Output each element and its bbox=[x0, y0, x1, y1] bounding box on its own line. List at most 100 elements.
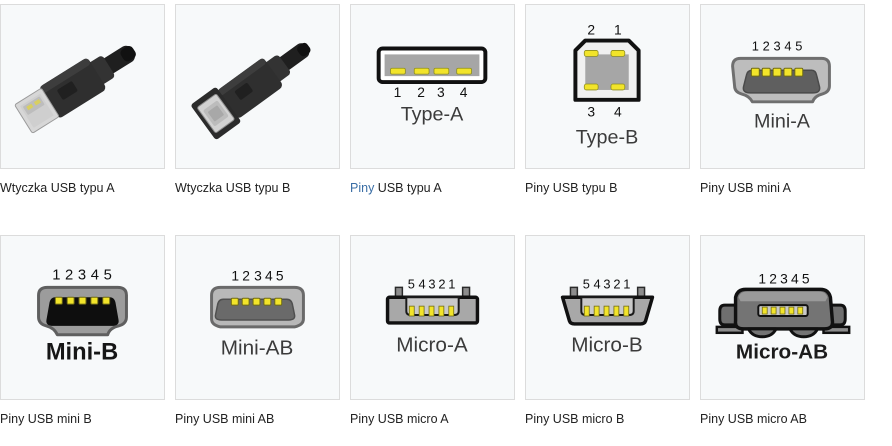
pin-number: 2 bbox=[613, 276, 620, 291]
pin-number: 5 bbox=[583, 276, 590, 291]
caption-usb-plug-type-b[interactable]: Wtyczka USB typu B bbox=[175, 181, 290, 196]
pin-number: 5 bbox=[276, 267, 284, 283]
thumbnail-usb-plug-type-b[interactable] bbox=[175, 4, 340, 169]
caption-link-word[interactable]: Piny bbox=[350, 181, 375, 195]
usb-mini-ab-pinout-diagram: 1 2 3 4 5 Mini-AB bbox=[210, 267, 305, 360]
diagram-label: Mini-A bbox=[754, 110, 811, 132]
usb-connector-gallery: Wtyczka USB typu A bbox=[0, 4, 892, 427]
caption-text: Wtyczka USB typu B bbox=[175, 181, 291, 195]
pin-number: 4 bbox=[614, 104, 622, 120]
gallery-row: 1 2 3 4 5 Mini-B bbox=[0, 235, 892, 427]
caption-usb-plug-type-a[interactable]: Wtyczka USB typu A bbox=[0, 181, 115, 196]
pin-number: 2 bbox=[65, 267, 73, 283]
pin-number: 2 bbox=[242, 267, 250, 283]
gallery-cell-usb-pins-mini-a[interactable]: 1 2 3 4 5 Mini-A bbox=[700, 4, 865, 196]
pin-number: 3 bbox=[773, 38, 780, 53]
pin-number: 1 bbox=[623, 276, 630, 291]
pin-number: 1 bbox=[758, 270, 766, 286]
diagram-label: Type-A bbox=[401, 104, 464, 126]
pin-number: 3 bbox=[428, 276, 435, 291]
pin-number: 1 bbox=[448, 276, 455, 291]
diagram-label: Micro-AB bbox=[736, 340, 828, 363]
caption-text: Piny USB micro A bbox=[350, 412, 449, 426]
gallery-cell-usb-pins-mini-ab[interactable]: 1 2 3 4 5 Mini-AB Piny USB mini AB bbox=[175, 235, 340, 427]
pin-number: 3 bbox=[780, 270, 788, 286]
pin-number: 3 bbox=[254, 267, 262, 283]
thumbnail-usb-pins-micro-ab[interactable]: 1 2 3 4 5 bbox=[700, 235, 865, 400]
diagram-label: Mini-AB bbox=[221, 337, 294, 360]
caption-usb-pins-mini-ab[interactable]: Piny USB mini AB bbox=[175, 412, 274, 427]
pin-number: 4 bbox=[594, 276, 601, 291]
usb-micro-b-pinout-diagram: 5 4 3 2 1 Micro-B bbox=[560, 276, 655, 357]
pin-number: 1 bbox=[394, 84, 402, 100]
caption-usb-pins-type-b[interactable]: Piny USB typu B bbox=[525, 181, 617, 196]
pin-number: 2 bbox=[417, 84, 425, 100]
pin-number: 1 bbox=[231, 267, 239, 283]
pin-number: 4 bbox=[791, 270, 799, 286]
pin-number: 3 bbox=[78, 267, 86, 283]
pin-number: 5 bbox=[104, 267, 112, 283]
pin-number: 4 bbox=[460, 84, 468, 100]
pin-number: 3 bbox=[587, 104, 595, 120]
pin-number: 2 bbox=[587, 22, 595, 38]
usb-type-b-plug-illustration bbox=[191, 42, 311, 140]
diagram-label: Micro-A bbox=[396, 334, 468, 357]
gallery-cell-usb-pins-type-a[interactable]: 1 2 3 4 Type-A Piny USB typu A bbox=[350, 4, 515, 196]
pin-number: 1 bbox=[614, 22, 622, 38]
pin-number: 4 bbox=[419, 276, 426, 291]
diagram-label: Type-B bbox=[576, 126, 639, 148]
pin-number: 4 bbox=[265, 267, 273, 283]
gallery-cell-usb-pins-micro-ab[interactable]: 1 2 3 4 5 bbox=[700, 235, 865, 427]
pin-number: 5 bbox=[795, 38, 802, 53]
gallery-cell-usb-pins-micro-b[interactable]: 5 4 3 2 1 Micro-B bbox=[525, 235, 690, 427]
usb-type-a-pinout-diagram: 1 2 3 4 Type-A bbox=[376, 46, 488, 126]
pin-number: 5 bbox=[408, 276, 415, 291]
gallery-cell-usb-pins-micro-a[interactable]: 5 4 3 2 1 bbox=[350, 235, 515, 427]
thumbnail-usb-pins-type-a[interactable]: 1 2 3 4 Type-A bbox=[350, 4, 515, 169]
thumbnail-usb-pins-type-b[interactable]: 2 1 3 4 Type-B bbox=[525, 4, 690, 169]
thumbnail-usb-pins-mini-b[interactable]: 1 2 3 4 5 Mini-B bbox=[0, 235, 165, 400]
caption-text: Piny USB mini AB bbox=[175, 412, 275, 426]
pin-number: 3 bbox=[603, 276, 610, 291]
caption-usb-pins-micro-ab[interactable]: Piny USB micro AB bbox=[700, 412, 807, 427]
gallery-cell-usb-plug-type-a[interactable]: Wtyczka USB typu A bbox=[0, 4, 165, 196]
usb-mini-b-pinout-diagram: 1 2 3 4 5 Mini-B bbox=[37, 267, 128, 365]
thumbnail-usb-plug-type-a[interactable] bbox=[0, 4, 165, 169]
thumbnail-usb-pins-mini-ab[interactable]: 1 2 3 4 5 Mini-AB bbox=[175, 235, 340, 400]
caption-usb-pins-mini-b[interactable]: Piny USB mini B bbox=[0, 412, 92, 427]
pin-number: 2 bbox=[438, 276, 445, 291]
thumbnail-usb-pins-micro-a[interactable]: 5 4 3 2 1 bbox=[350, 235, 515, 400]
caption-text: Wtyczka USB typu A bbox=[0, 181, 115, 195]
gallery-cell-usb-pins-type-b[interactable]: 2 1 3 4 Type-B Piny bbox=[525, 4, 690, 196]
caption-text: Piny USB mini A bbox=[700, 181, 792, 195]
usb-mini-a-pinout-diagram: 1 2 3 4 5 Mini-A bbox=[731, 38, 831, 132]
pin-number: 3 bbox=[437, 84, 445, 100]
diagram-label: Micro-B bbox=[571, 334, 642, 357]
caption-text: Piny USB mini B bbox=[0, 412, 92, 426]
pin-number: 1 bbox=[52, 267, 60, 283]
caption-text: Piny USB micro AB bbox=[700, 412, 807, 426]
pin-number: 2 bbox=[769, 270, 777, 286]
usb-micro-a-pinout-diagram: 5 4 3 2 1 bbox=[385, 276, 480, 357]
pin-number: 4 bbox=[784, 38, 791, 53]
thumbnail-usb-pins-mini-a[interactable]: 1 2 3 4 5 Mini-A bbox=[700, 4, 865, 169]
caption-text: USB typu A bbox=[374, 181, 442, 195]
pin-number: 2 bbox=[763, 38, 770, 53]
usb-type-a-plug-illustration bbox=[14, 45, 136, 134]
pin-number: 4 bbox=[91, 267, 99, 283]
pin-number: 1 bbox=[752, 38, 759, 53]
caption-text: Piny USB typu B bbox=[525, 181, 618, 195]
thumbnail-usb-pins-micro-b[interactable]: 5 4 3 2 1 Micro-B bbox=[525, 235, 690, 400]
gallery-cell-usb-plug-type-b[interactable]: Wtyczka USB typu B bbox=[175, 4, 340, 196]
pin-number: 5 bbox=[802, 270, 810, 286]
caption-usb-pins-type-a[interactable]: Piny USB typu A bbox=[350, 181, 442, 196]
caption-usb-pins-micro-b[interactable]: Piny USB micro B bbox=[525, 412, 624, 427]
caption-text: Piny USB micro B bbox=[525, 412, 625, 426]
usb-type-b-pinout-diagram: 2 1 3 4 Type-B bbox=[573, 22, 641, 148]
usb-micro-ab-pinout-diagram: 1 2 3 4 5 bbox=[715, 270, 851, 363]
gallery-row: Wtyczka USB typu A bbox=[0, 4, 892, 196]
caption-usb-pins-mini-a[interactable]: Piny USB mini A bbox=[700, 181, 791, 196]
caption-usb-pins-micro-a[interactable]: Piny USB micro A bbox=[350, 412, 449, 427]
gallery-cell-usb-pins-mini-b[interactable]: 1 2 3 4 5 Mini-B bbox=[0, 235, 165, 427]
diagram-label: Mini-B bbox=[46, 339, 118, 365]
